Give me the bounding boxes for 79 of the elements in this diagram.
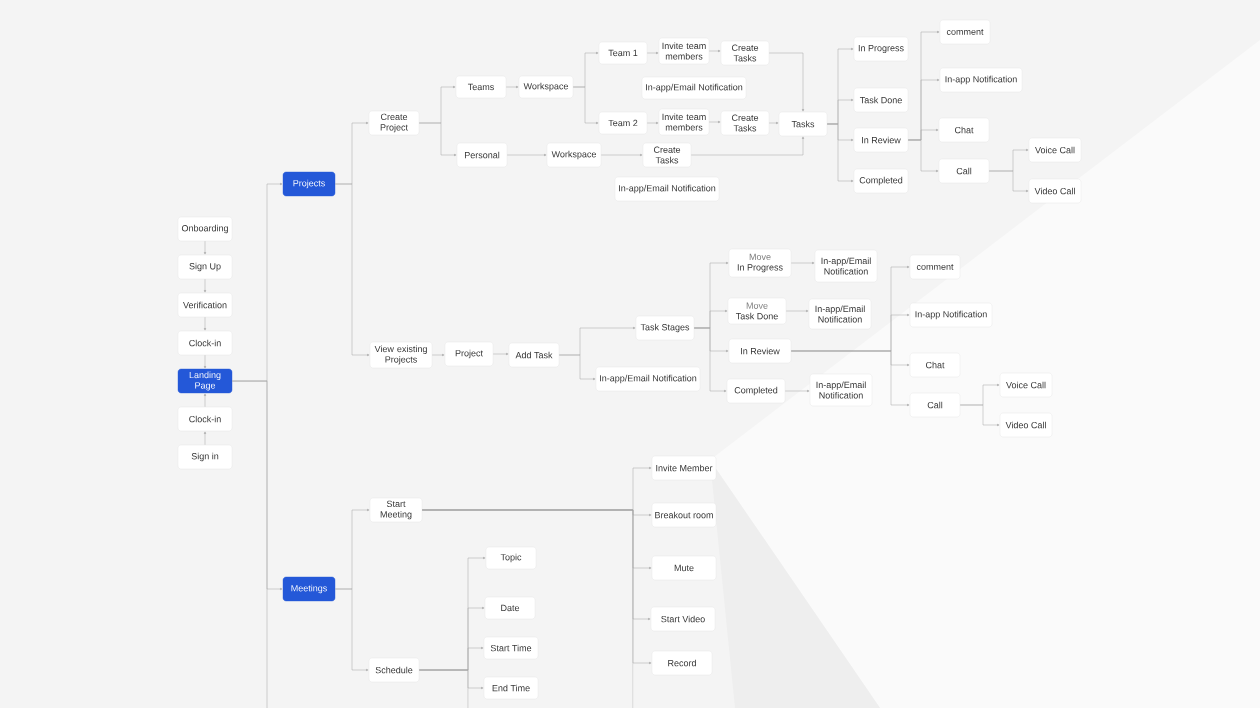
step-box: Completed — [726, 378, 786, 404]
step-box: comment — [939, 19, 991, 45]
step-box: Voice Call — [999, 372, 1053, 398]
step-box: In Review — [853, 127, 909, 153]
step-box: Clock-in — [177, 330, 233, 356]
step-box: Onboarding — [177, 216, 233, 242]
arrow — [334, 588, 369, 672]
step-box: Breakout room — [651, 502, 717, 528]
step-box: Invite team members — [658, 37, 710, 65]
step-box: Call — [909, 392, 961, 418]
step-box: In-app/Email Notification — [809, 373, 873, 407]
step-box: In-app Notification — [939, 67, 1023, 93]
step-box: Video Call — [999, 412, 1053, 438]
step-box: In-app Notification — [909, 302, 993, 328]
step-box: Workspace — [546, 142, 602, 168]
step-box: Personal — [456, 142, 508, 168]
highlighted-box: Landing Page — [177, 368, 233, 394]
step-box: Chat — [909, 352, 961, 378]
arrow — [907, 139, 939, 173]
step-box: Tasks — [778, 111, 828, 137]
connector-line — [421, 509, 634, 708]
arrow — [334, 183, 370, 357]
connector-line — [231, 380, 268, 708]
step-box: Start Time — [483, 636, 539, 660]
arrow — [988, 170, 1029, 193]
step-box: In-app/Email Notification — [808, 298, 872, 330]
step-box: Record — [651, 650, 713, 676]
step-box: Invite Member — [651, 455, 717, 481]
arrow — [693, 327, 727, 393]
step-box: Sign Up — [177, 254, 233, 280]
step-box: comment — [909, 254, 961, 280]
step-box: In-app/Email Notification — [595, 366, 701, 392]
arrow — [959, 404, 1000, 427]
step-box: End Time — [483, 676, 539, 700]
arrow — [768, 52, 805, 112]
connector-line — [418, 669, 469, 708]
highlighted-box: Meetings — [282, 576, 336, 602]
step-box: Task Stages — [635, 315, 695, 341]
step-box: In Progress — [853, 36, 909, 62]
step-box: Start Video — [650, 606, 716, 632]
step-box: View existing Projects — [369, 341, 433, 369]
step-box: Move In Progress — [728, 248, 792, 278]
step-box: Video Call — [1028, 178, 1082, 204]
step-box: In-app/Email Notification — [814, 249, 878, 283]
step-box: Mute — [651, 555, 717, 581]
step-box: Create Tasks — [720, 40, 770, 66]
arrow — [690, 136, 805, 156]
step-box: Voice Call — [1028, 137, 1082, 163]
highlighted-box: Projects — [282, 171, 336, 197]
arrow — [790, 350, 910, 407]
step-box: Create Tasks — [720, 110, 770, 136]
step-box: Verification — [177, 292, 233, 318]
step-box: Create Tasks — [642, 142, 692, 168]
step-box: Sign in — [177, 444, 233, 470]
step-box: Call — [938, 158, 990, 184]
step-box: Add Task — [508, 342, 560, 368]
step-box: Schedule — [368, 657, 420, 683]
step-box: Team 2 — [598, 111, 648, 135]
step-box: Create Project — [368, 110, 420, 136]
step-box: Date — [484, 596, 536, 620]
step-box: Task Done — [853, 87, 909, 113]
step-box: Invite team members — [658, 108, 710, 136]
step-box: In-app/Email Notification — [614, 176, 720, 202]
step-box: Project — [444, 341, 494, 367]
step-box: Workspace — [518, 75, 574, 99]
step-box: Move Task Done — [727, 297, 787, 325]
step-box: Chat — [938, 117, 990, 143]
step-box: Start Meeting — [369, 497, 423, 523]
step-box: Topic — [485, 546, 537, 570]
step-box: Clock-in — [177, 406, 233, 432]
arrow — [558, 354, 596, 381]
step-box: In Review — [728, 338, 792, 364]
step-box: In-app/Email Notification — [641, 76, 747, 100]
arrow — [826, 123, 854, 183]
step-box: Teams — [455, 75, 507, 99]
arrow — [572, 86, 599, 125]
step-box: Team 1 — [598, 41, 648, 65]
arrow — [418, 122, 457, 157]
step-box: Completed — [853, 168, 909, 194]
